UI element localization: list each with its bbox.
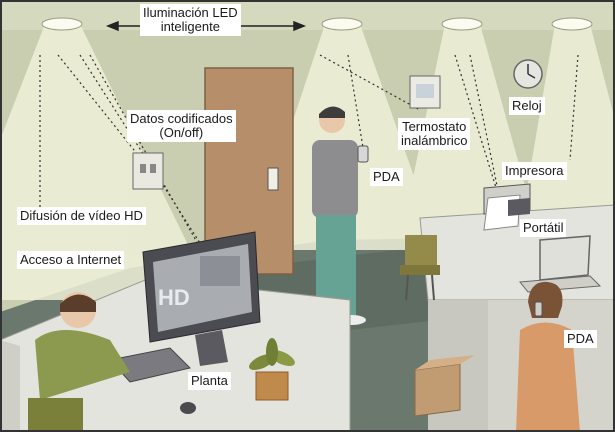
internet-access-label: Acceso a Internet — [17, 251, 125, 269]
hd-video-label: Difusión de vídeo HD — [17, 207, 146, 225]
coded-data-label: Datos codificados (On/off) — [127, 110, 236, 142]
light-beams — [39, 54, 579, 371]
pda-device — [357, 145, 369, 163]
thermostat-label: Termostato inalámbrico — [398, 118, 471, 150]
door-handle — [267, 167, 279, 191]
box — [414, 355, 475, 417]
mouse — [180, 402, 196, 414]
led-lighting-label: Iluminación LED inteligente — [140, 4, 241, 36]
light-switch — [132, 152, 164, 190]
clock-hand-minute — [527, 73, 536, 79]
plant-label: Planta — [188, 372, 231, 390]
ceiling-lamps — [41, 17, 593, 31]
phone-device — [534, 301, 543, 317]
monitor-hd-text: HD — [158, 285, 190, 310]
pda-center-label: PDA — [370, 168, 403, 186]
ceiling — [0, 0, 615, 30]
plant — [249, 338, 295, 401]
seated-person — [28, 292, 130, 432]
pda-right-label: PDA — [564, 330, 597, 348]
laptop-label: Portátil — [520, 219, 567, 237]
chair — [400, 235, 440, 301]
monitor — [142, 231, 261, 366]
printer — [483, 183, 531, 231]
thermostat-display — [416, 84, 434, 98]
woman-on-phone — [516, 281, 580, 432]
switch-left — [140, 164, 146, 173]
keyboard — [109, 347, 191, 383]
left-desk-side — [0, 340, 20, 432]
printer-label: Impresora — [502, 162, 567, 180]
switch-right — [150, 164, 156, 173]
clock-label: Reloj — [509, 97, 545, 115]
